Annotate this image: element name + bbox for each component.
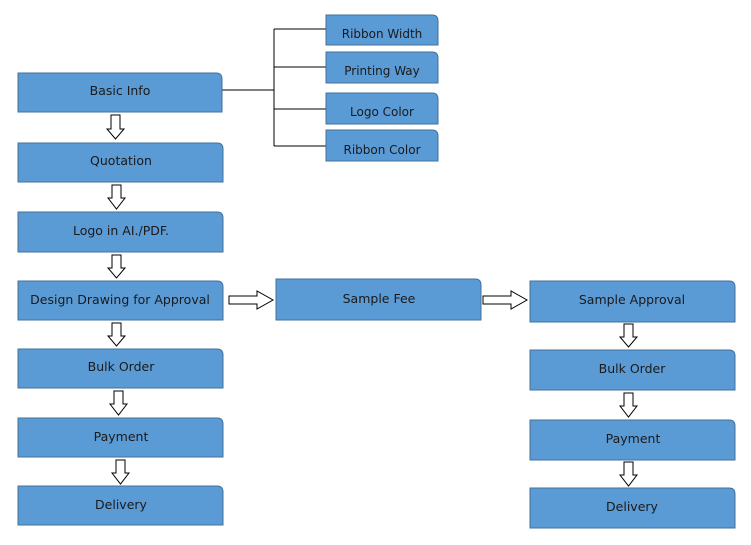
- node-payment: Payment: [17, 417, 224, 458]
- down-arrow-icon: [106, 322, 127, 347]
- node-label: Sample Approval: [579, 292, 685, 307]
- node-ribbon-width: Ribbon Width: [325, 14, 439, 46]
- down-arrow-icon: [106, 184, 127, 210]
- node-label: Logo in AI./PDF.: [73, 223, 169, 238]
- node-sample-approval: Sample Approval: [529, 280, 736, 323]
- down-arrow-icon: [110, 459, 131, 485]
- right-arrow-icon: [482, 290, 529, 310]
- node-label: Payment: [94, 429, 149, 444]
- node-label: Basic Info: [90, 83, 151, 98]
- node-label: Payment: [606, 431, 661, 446]
- right-column: Sample Approval Bulk Order Payment Deliv…: [529, 280, 736, 529]
- flow-arrows: [105, 114, 639, 487]
- left-column: Basic Info Quotation Logo in AI./PDF. De…: [17, 72, 224, 526]
- detail-bracket: [222, 28, 326, 147]
- node-bulk-order: Bulk Order: [17, 348, 224, 389]
- node-label: Quotation: [90, 153, 152, 168]
- node-label: Sample Fee: [343, 291, 416, 306]
- node-basic-info: Basic Info: [17, 72, 223, 113]
- down-arrow-icon: [105, 114, 126, 140]
- right-arrow-icon: [228, 290, 275, 310]
- down-arrow-icon: [106, 254, 127, 279]
- node-label: Delivery: [95, 497, 147, 512]
- detail-column: Ribbon Width Printing Way Logo Color Rib…: [325, 14, 439, 162]
- down-arrow-icon: [618, 323, 639, 348]
- node-ribbon-color: Ribbon Color: [325, 129, 439, 162]
- node-design-drawing-for-approval: Design Drawing for Approval: [17, 280, 224, 321]
- down-arrow-icon: [618, 461, 639, 487]
- node-label: Printing Way: [344, 64, 420, 78]
- down-arrow-icon: [108, 390, 129, 416]
- node-label: Ribbon Width: [342, 27, 423, 41]
- node-payment: Payment: [529, 419, 736, 461]
- node-logo-color: Logo Color: [325, 92, 439, 125]
- node-delivery: Delivery: [17, 485, 224, 526]
- node-label: Delivery: [606, 499, 658, 514]
- node-label: Logo Color: [350, 105, 414, 119]
- node-label: Bulk Order: [599, 361, 667, 376]
- node-logo-in-ai-pdf: Logo in AI./PDF.: [17, 211, 224, 253]
- node-label: Ribbon Color: [344, 143, 421, 157]
- node-label: Design Drawing for Approval: [30, 292, 210, 307]
- down-arrow-icon: [618, 392, 639, 418]
- node-quotation: Quotation: [17, 142, 224, 183]
- node-delivery: Delivery: [529, 487, 736, 529]
- node-printing-way: Printing Way: [325, 51, 439, 84]
- node-bulk-order: Bulk Order: [529, 349, 736, 391]
- node-label: Bulk Order: [88, 359, 156, 374]
- node-sample-fee: Sample Fee: [275, 278, 482, 321]
